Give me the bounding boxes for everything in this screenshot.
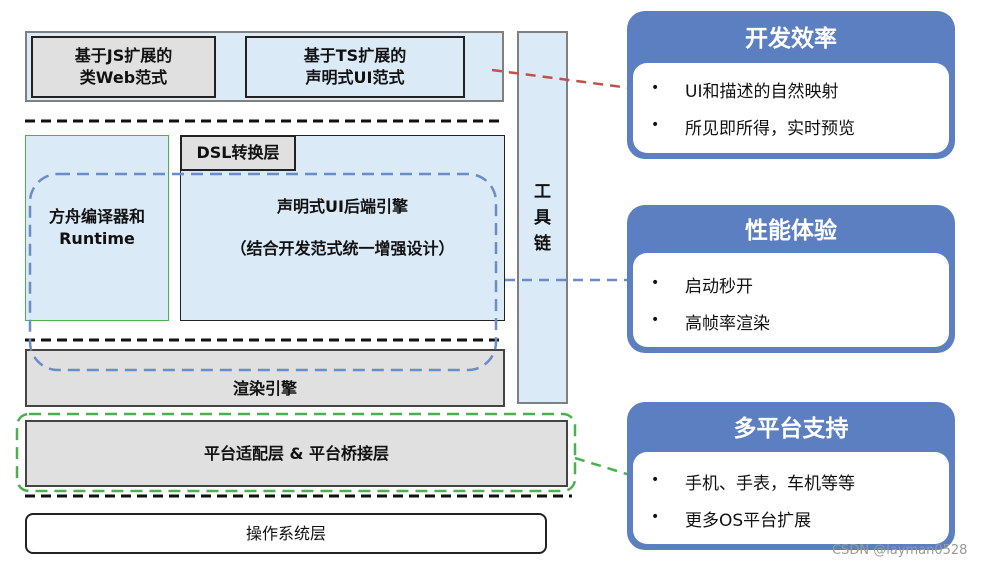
bullet-icon: • (651, 275, 660, 291)
bullet-icon: • (651, 509, 660, 525)
backend-engine-subtitle: （结合开发范式统一增强设计） (230, 239, 455, 258)
ts-declarative-ui-box: 基于TS扩展的 声明式UI范式 (245, 36, 465, 98)
card-item: 手机、手表，车机等等 (685, 474, 855, 494)
toolchain-box: 工 具 链 (517, 31, 568, 404)
card-body: • 启动秒开 • 高帧率渲染 (633, 253, 949, 347)
card-item: 更多OS平台扩展 (685, 511, 812, 531)
platform-adaptation-bridge-box: 平台适配层 & 平台桥接层 (25, 420, 568, 487)
bullet-icon: • (651, 117, 660, 133)
dsl-conversion-layer-box: DSL转换层 (180, 135, 296, 171)
bullet-icon: • (651, 80, 660, 96)
backend-engine-title: 声明式UI后端引擎 (277, 197, 408, 216)
performance-card: 性能体验 • 启动秒开 • 高帧率渲染 (627, 205, 955, 353)
bullet-icon: • (651, 472, 660, 488)
card-title: 开发效率 (745, 26, 837, 52)
card-item: 高帧率渲染 (685, 314, 770, 334)
card-title: 多平台支持 (733, 416, 849, 442)
multi-platform-card: 多平台支持 • 手机、手表，车机等等 • 更多OS平台扩展 (627, 402, 955, 550)
card-item: UI和描述的自然映射 (685, 82, 839, 102)
os-layer-box: 操作系统层 (25, 513, 547, 554)
card-item: 启动秒开 (685, 277, 753, 297)
ark-compiler-runtime-box: 方舟编译器和 Runtime (25, 135, 169, 321)
card-body: • 手机、手表，车机等等 • 更多OS平台扩展 (633, 452, 949, 544)
watermark: CSDN @layman0528 (832, 543, 968, 558)
card-item: 所见即所得，实时预览 (685, 119, 855, 139)
bullet-icon: • (651, 312, 660, 328)
card-title: 性能体验 (745, 218, 837, 244)
render-engine-box: 渲染引擎 (25, 349, 505, 407)
dev-efficiency-card: 开发效率 • UI和描述的自然映射 • 所见即所得，实时预览 (627, 11, 955, 159)
card-body: • UI和描述的自然映射 • 所见即所得，实时预览 (633, 63, 949, 153)
js-web-paradigm-box: 基于JS扩展的 类Web范式 (31, 36, 216, 98)
